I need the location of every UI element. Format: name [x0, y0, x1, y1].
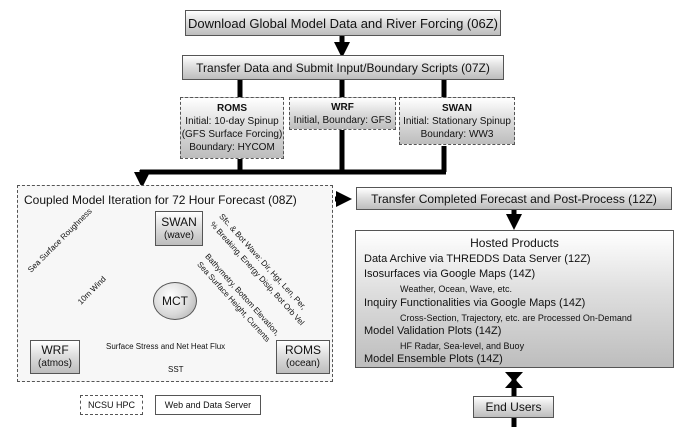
roms-input-box: ROMS Initial: 10-day Spinup (GFS Surface…	[180, 97, 284, 159]
wrf-node: WRF (atmos)	[30, 340, 80, 374]
end-users-box: End Users	[473, 396, 554, 418]
roms-node-name: ROMS	[285, 343, 321, 357]
hosted-item-sub: Cross-Section, Trajectory, etc. are Proc…	[400, 313, 632, 323]
roms-input-line: Boundary: HYCOM	[189, 142, 275, 153]
roms-node-sub: (ocean)	[286, 358, 320, 369]
transfer-label: Transfer Data and Submit Input/Boundary …	[196, 60, 490, 75]
legend-hpc-label: NCSU HPC	[87, 400, 135, 410]
hosted-item-sub: HF Radar, Sea-level, and Buoy	[400, 341, 525, 351]
hosted-products-box: Hosted Products Data Archive via THREDDS…	[355, 230, 674, 368]
wrf-input-line: Initial, Boundary: GFS	[293, 114, 392, 126]
mct-label: MCT	[162, 294, 188, 308]
swan-input-title: SWAN	[442, 102, 472, 114]
hosted-item: Inquiry Functionalities via Google Maps …	[364, 297, 586, 309]
wrf-input-title: WRF	[331, 101, 354, 113]
arrow-hosted-head	[505, 378, 523, 388]
coupled-model-title: Coupled Model Iteration for 72 Hour Fore…	[24, 193, 297, 207]
mct-coupler: MCT	[153, 282, 197, 320]
label-sst: SST	[168, 365, 184, 374]
post-process-box: Transfer Completed Forecast and Post-Pro…	[356, 187, 672, 210]
wrf-node-sub: (atmos)	[38, 358, 72, 369]
hosted-item: Isosurfaces via Google Maps (14Z)	[364, 268, 536, 280]
roms-input-line: Initial: 10-day Spinup	[185, 116, 279, 127]
wrf-input-box: WRF Initial, Boundary: GFS	[289, 97, 396, 130]
roms-input-line: (GFS Surface Forcing)	[181, 129, 283, 140]
hosted-item: Model Validation Plots (14Z)	[364, 325, 502, 337]
post-process-label: Transfer Completed Forecast and Post-Pro…	[371, 191, 657, 206]
swan-node-name: SWAN	[161, 214, 197, 229]
hosted-item-sub: Weather, Ocean, Wave, etc.	[400, 284, 513, 294]
hosted-item: Data Archive via THREDDS Data Server (12…	[364, 253, 591, 265]
swan-input-line: Initial: Stationary Spinup	[403, 115, 511, 127]
download-box: Download Global Model Data and River For…	[185, 10, 501, 36]
end-users-label: End Users	[485, 400, 542, 414]
download-label: Download Global Model Data and River For…	[188, 15, 498, 31]
roms-node: ROMS (ocean)	[276, 340, 330, 374]
roms-input-title: ROMS	[217, 103, 247, 114]
swan-node-sub: (wave)	[163, 229, 194, 241]
hosted-products-title: Hosted Products	[470, 236, 559, 250]
arrow-endusers-head	[505, 372, 523, 382]
swan-input-box: SWAN Initial: Stationary Spinup Boundary…	[399, 97, 515, 145]
legend-server-label: Web and Data Server	[164, 400, 252, 410]
legend-server: Web and Data Server	[155, 395, 261, 415]
swan-input-line: Boundary: WW3	[420, 128, 494, 140]
hosted-item: Model Ensemble Plots (14Z)	[364, 353, 503, 365]
swan-node: SWAN (wave)	[155, 211, 203, 246]
wrf-node-name: WRF	[41, 343, 69, 357]
label-surface-stress: Surface Stress and Net Heat Flux	[106, 342, 226, 351]
legend-hpc: NCSU HPC	[80, 395, 143, 415]
transfer-box: Transfer Data and Submit Input/Boundary …	[182, 55, 504, 80]
